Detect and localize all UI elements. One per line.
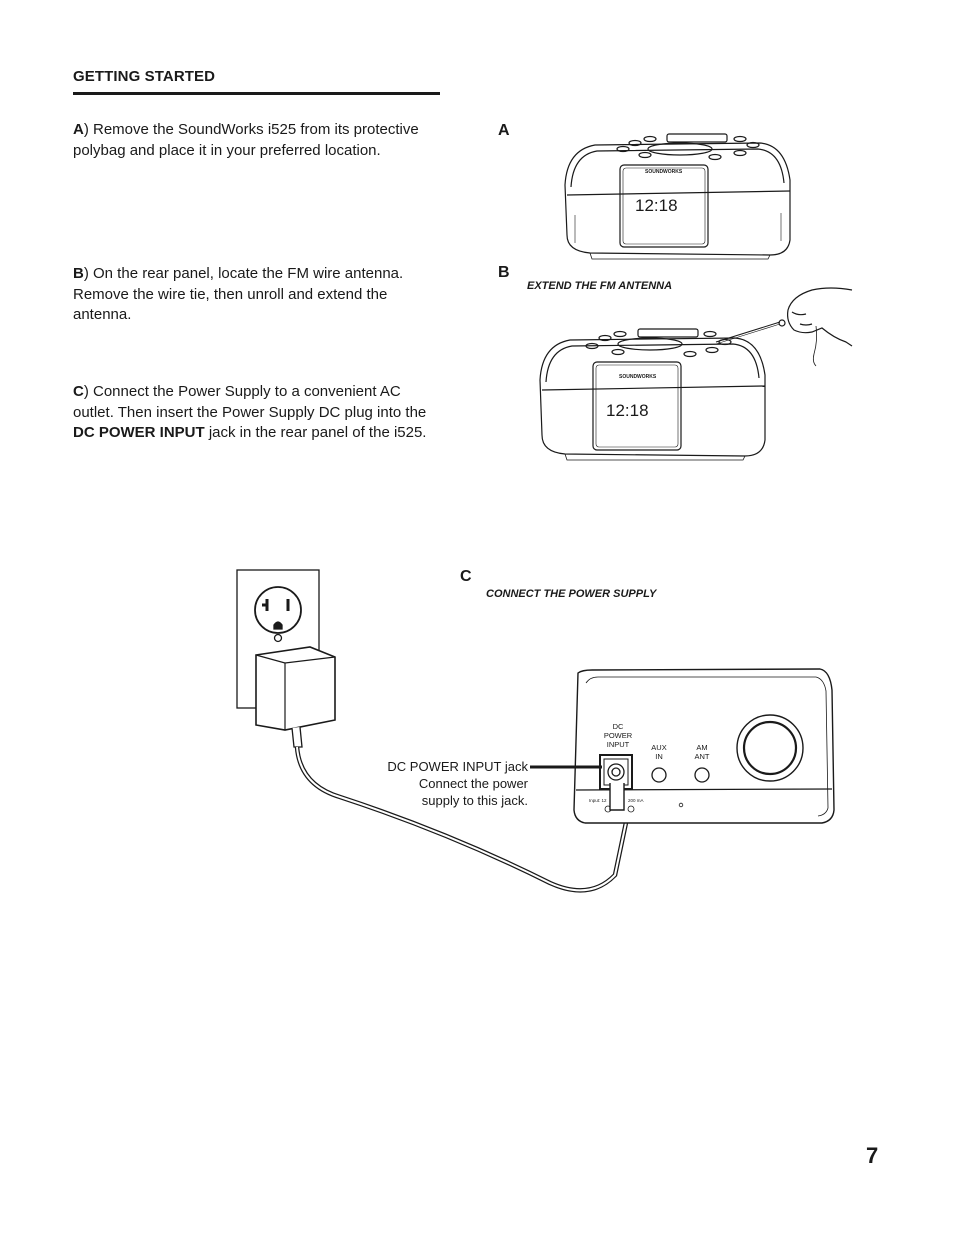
figure-c-caption: CONNECT THE POWER SUPPLY [486,588,657,600]
label-dc-3: INPUT [607,740,630,749]
step-a-body: ) Remove the SoundWorks i525 from its pr… [73,121,419,159]
step-b-letter: B [73,265,84,282]
step-c-body-2: jack in the rear panel of the i525. [204,424,427,441]
figure-a-clock-radio: SOUNDWORKS 12:18 [564,133,791,260]
label-am-2: ANT [695,752,710,761]
step-c-bold: DC POWER INPUT [73,424,205,441]
figure-a-display: 12:18 [635,196,678,215]
figure-b-letter: B [498,264,510,281]
section-title: GETTING STARTED [73,68,216,85]
label-dc-1: DC [613,722,624,731]
label-aux-2: IN [655,752,663,761]
label-dc-2: POWER [604,731,633,740]
step-c-body-1: ) Connect the Power Supply to a convenie… [73,383,427,421]
svg-text:SOUNDWORKS: SOUNDWORKS [619,374,657,380]
callout-line-3: supply to this jack. [421,793,528,808]
input-spec-left: Input: 12 [589,798,607,803]
callout-line-2: Connect the power [418,776,528,791]
svg-text:SOUNDWORKS: SOUNDWORKS [645,169,683,175]
step-c-letter: C [73,383,84,400]
label-aux-1: AUX [651,743,666,752]
dc-input-callout: DC POWER INPUT jack Connect the power su… [368,758,528,809]
callout-line-1: DC POWER INPUT jack [387,759,528,774]
figure-a-letter: A [498,122,510,139]
figure-b-clock-radio: SOUNDWORKS 12:18 [539,287,853,461]
figure-b-display: 12:18 [606,401,649,420]
page-number: 7 [866,1143,879,1168]
figure-c-letter: C [460,568,472,585]
step-a-letter: A [73,121,84,138]
step-a-text: A) Remove the SoundWorks i525 from its p… [73,120,445,161]
figure-b-caption: EXTEND THE FM ANTENNA [527,280,673,292]
figure-c-power-diagram: DC POWER INPUT AUX IN AM ANT Input: 12 2… [236,569,835,893]
step-b-body: ) On the rear panel, locate the FM wire … [73,265,404,323]
input-spec-right: 200 mA [628,798,644,803]
step-b-text: B) On the rear panel, locate the FM wire… [73,264,445,326]
title-rule [73,92,440,95]
step-c-text: C) Connect the Power Supply to a conveni… [73,382,445,444]
label-am-1: AM [696,743,707,752]
